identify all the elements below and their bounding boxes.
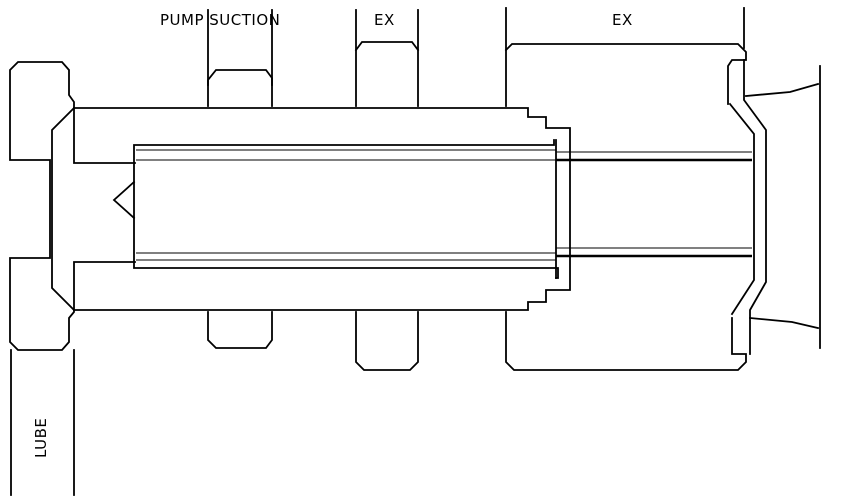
- end-cap-outer: [743, 59, 767, 355]
- pump-suction-label: PUMP SUCTION: [160, 11, 280, 29]
- inner-bore: [133, 139, 559, 279]
- right-housing-top: [504, 43, 747, 105]
- end-cap-flare-bottom: [749, 317, 820, 330]
- drill-point: [112, 180, 136, 220]
- ex-right-label: EX: [612, 11, 633, 29]
- left-housing: [9, 61, 136, 351]
- pump-suction-land-bottom: [207, 311, 273, 349]
- lube-label: LUBE: [32, 418, 50, 458]
- ex-left-label: EX: [374, 11, 395, 29]
- end-cap-flare-top: [745, 82, 820, 97]
- ex-left-land-bottom: [355, 311, 419, 371]
- right-housing-bottom: [505, 311, 747, 371]
- end-cap-inner: [728, 102, 755, 316]
- ex-left-land-top: [354, 41, 420, 52]
- spool-left-chamfer: [51, 106, 76, 312]
- pump-suction-land-top: [207, 69, 273, 86]
- spool-body: [73, 107, 571, 311]
